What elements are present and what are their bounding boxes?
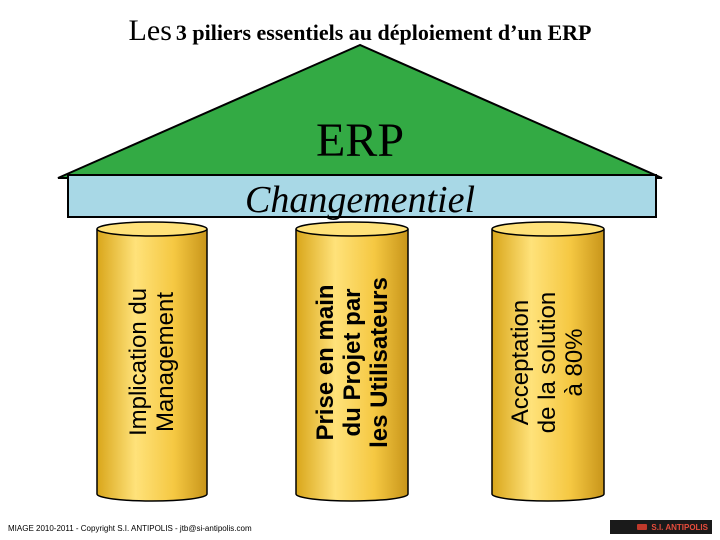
pillar-line: Implication du [125, 287, 153, 437]
title-lead: Les [128, 14, 172, 47]
pillar-line: les Utilisateurs [365, 276, 393, 448]
pillar-label-users: Prise en main du Projet par les Utilisat… [296, 236, 408, 488]
pillar-management [96, 221, 208, 502]
pillar-label-acceptation: Acceptation de la solution à 80% [492, 236, 604, 488]
logo: S.I. ANTIPOLIS [610, 520, 712, 534]
page-title: Les 3 piliers essentiels au déploiement … [0, 14, 720, 48]
pillar-users [295, 221, 409, 502]
pillar-line: du Projet par [338, 287, 366, 437]
band-label: Changementiel [244, 179, 476, 221]
roof-label: ERP [315, 114, 405, 167]
pillar-acceptation [491, 221, 605, 502]
changementiel-band [67, 174, 657, 218]
pillar-line: à 80% [561, 327, 589, 397]
footer-copyright: MIAGE 2010-2011 - Copyright S.I. ANTIPOL… [8, 524, 252, 533]
logo-mark-icon [637, 524, 648, 530]
title-rest: 3 piliers essentiels au déploiement d’un… [175, 20, 592, 45]
logo-text: S.I. ANTIPOLIS [651, 522, 708, 532]
pillar-line: Prise en main [311, 283, 339, 441]
pillar-line: Management [152, 291, 180, 433]
pillar-line: de la solution [534, 291, 562, 433]
pillar-label-management: Implication du Management [97, 236, 207, 488]
pillar-line: Acceptation [507, 299, 535, 425]
